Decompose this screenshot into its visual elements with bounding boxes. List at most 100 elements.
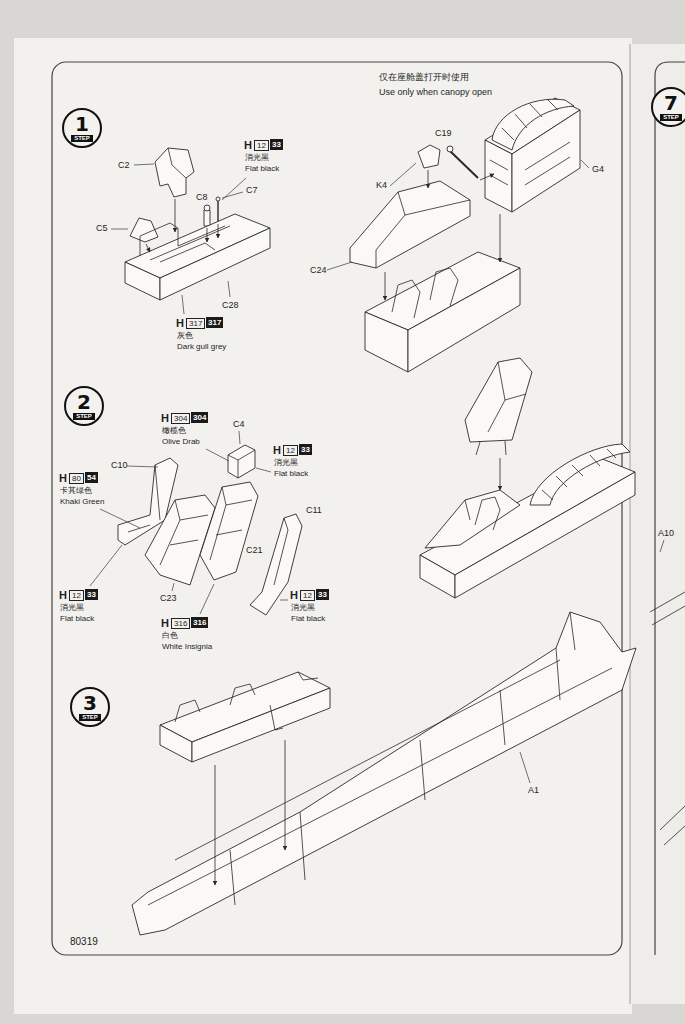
part-c19-end bbox=[447, 146, 453, 152]
part-number: C24 bbox=[310, 265, 327, 275]
part-number: C28 bbox=[222, 300, 239, 310]
paint-code: 33 bbox=[316, 589, 329, 600]
leader-line bbox=[256, 468, 271, 472]
right-page bbox=[630, 44, 685, 1004]
part-c4 bbox=[228, 445, 255, 478]
step-number: 1 bbox=[75, 114, 89, 134]
paint-prefix: H bbox=[161, 617, 169, 630]
leader-line bbox=[280, 600, 288, 601]
assembly-arrow bbox=[500, 458, 501, 490]
paint-code: 12 bbox=[69, 590, 84, 601]
leader-line bbox=[200, 584, 214, 614]
assembly-arrow bbox=[175, 199, 176, 232]
paint-prefix: H bbox=[59, 472, 67, 485]
paint-code: 317 bbox=[206, 317, 223, 328]
step-word: STEP bbox=[79, 714, 101, 722]
leader-line bbox=[90, 545, 122, 586]
assembly-arrow bbox=[385, 272, 386, 300]
cockpit-tub-side bbox=[125, 262, 160, 300]
leader-line bbox=[327, 262, 352, 270]
paint-name: 灰色 bbox=[177, 331, 193, 340]
paint-code: 33 bbox=[85, 589, 98, 600]
seat-assembled bbox=[465, 358, 532, 442]
paint-name: Flat black bbox=[245, 164, 279, 173]
paint-code: 304 bbox=[191, 412, 208, 423]
paint-code: 304 bbox=[171, 413, 190, 424]
paint-name: 橄榄色 bbox=[162, 426, 186, 435]
part-c21 bbox=[200, 482, 258, 580]
leader-line bbox=[172, 583, 174, 591]
leader-line bbox=[182, 295, 184, 314]
paint-name: 消光黑 bbox=[245, 153, 269, 162]
step-word: STEP bbox=[71, 135, 93, 143]
part-c2-detail bbox=[168, 148, 186, 178]
part-number: A1 bbox=[528, 785, 539, 795]
paint-prefix: H bbox=[59, 589, 67, 602]
paint-name: Olive Drab bbox=[162, 437, 200, 446]
cockpit-dome bbox=[530, 444, 630, 505]
part-k4 bbox=[418, 145, 440, 168]
part-c24 bbox=[350, 181, 470, 268]
paint-code: 33 bbox=[270, 139, 283, 150]
leader-line bbox=[390, 163, 416, 186]
page-fold bbox=[629, 44, 631, 1004]
part-number: C11 bbox=[306, 505, 322, 515]
cockpit-assembly-detail bbox=[175, 672, 318, 730]
cockpit-nose bbox=[425, 490, 520, 548]
cockpit-assembled bbox=[420, 458, 635, 575]
paint-name: 消光黑 bbox=[274, 458, 298, 467]
assembly-arrow bbox=[480, 174, 494, 180]
part-number: C2 bbox=[118, 160, 130, 170]
part-c4-detail bbox=[228, 450, 255, 478]
paint-prefix: H bbox=[290, 589, 298, 602]
cockpit-dome-ribs bbox=[542, 449, 616, 500]
step-badge: 2STEP bbox=[64, 386, 104, 426]
paint-code: 12 bbox=[283, 445, 298, 456]
step-word: STEP bbox=[660, 114, 682, 122]
cockpit-side bbox=[420, 555, 455, 598]
cockpit-tub-side bbox=[408, 268, 520, 372]
part-c7 bbox=[217, 201, 218, 222]
part-c8 bbox=[204, 210, 210, 226]
next-page-fragment bbox=[650, 592, 685, 845]
part-g4-detail bbox=[490, 99, 570, 185]
paint-name: Khaki Green bbox=[60, 497, 104, 506]
fuselage-half-a1 bbox=[132, 612, 636, 935]
paint-name: White Insignia bbox=[162, 642, 212, 651]
paint-code: 33 bbox=[299, 444, 312, 455]
leader-line bbox=[660, 540, 664, 552]
cockpit-detail bbox=[465, 497, 500, 530]
part-c11-detail bbox=[274, 518, 288, 585]
part-c10-detail bbox=[128, 465, 160, 532]
leader-line bbox=[222, 192, 243, 198]
paint-name: Flat black bbox=[291, 614, 325, 623]
part-number: G4 bbox=[592, 164, 604, 174]
paint-name: Flat black bbox=[274, 469, 308, 478]
cockpit-assembly-side bbox=[192, 688, 330, 762]
paint-code: 317 bbox=[186, 318, 205, 329]
right-page-frame bbox=[655, 62, 685, 955]
part-c2 bbox=[155, 148, 194, 197]
leader-line bbox=[581, 160, 589, 168]
leader-line bbox=[228, 281, 230, 297]
part-c21-detail bbox=[210, 487, 252, 560]
paint-code: 80 bbox=[69, 473, 84, 484]
leader-line bbox=[239, 431, 240, 444]
part-number: C4 bbox=[233, 419, 245, 429]
paint-code: 12 bbox=[254, 140, 269, 151]
leader-line bbox=[127, 466, 158, 467]
paint-name: 消光黑 bbox=[60, 603, 84, 612]
assembly-arrow bbox=[428, 170, 429, 188]
part-c8-head bbox=[204, 205, 210, 211]
paint-prefix: H bbox=[244, 139, 252, 152]
fuselage-detail bbox=[148, 612, 612, 905]
leader-line bbox=[111, 229, 128, 230]
seat-detail bbox=[476, 362, 526, 455]
part-number: K4 bbox=[376, 180, 387, 190]
step-number: 3 bbox=[83, 693, 97, 713]
paint-name: 白色 bbox=[162, 631, 178, 640]
leader-line bbox=[134, 164, 154, 165]
cockpit-tub-detail bbox=[392, 268, 458, 318]
